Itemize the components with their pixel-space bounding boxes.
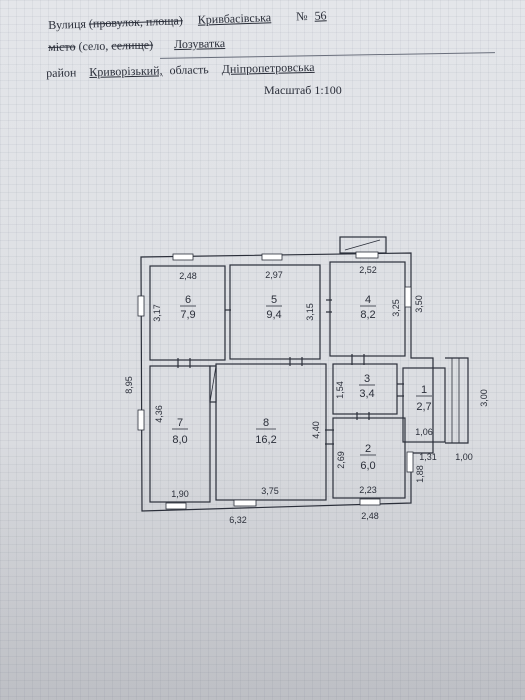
scale-label: Масштаб 1:100 (264, 83, 342, 97)
room-5-number: 5 (271, 294, 277, 306)
dim-r6-width: 2,48 (179, 271, 197, 281)
room-4-wall (329, 261, 406, 357)
room-2-number: 2 (365, 443, 371, 455)
window (359, 498, 381, 506)
dim-r4-width: 2,52 (359, 265, 377, 275)
room-8-area: 16,2 (255, 434, 276, 446)
window (355, 251, 379, 259)
room-4-area: 8,2 (360, 309, 375, 321)
dim-r8-height: 4,40 (311, 421, 321, 439)
dim-r1-outer: 1,31 (419, 452, 437, 462)
room-8-number: 8 (263, 417, 269, 429)
dim-r3-height: 1,54 (335, 381, 345, 399)
dim-r6-height: 3,17 (152, 304, 162, 322)
room-5-wall (229, 264, 321, 360)
dim-r5-width: 2,97 (265, 270, 283, 280)
dim-r2-height: 2,69 (336, 451, 346, 469)
window (233, 499, 257, 507)
room-4-number: 4 (365, 294, 371, 306)
room-6-wall (149, 265, 226, 361)
room-1-number: 1 (421, 384, 427, 396)
room-3-area: 3,4 (359, 388, 374, 400)
room-6-area: 7,9 (180, 309, 195, 321)
dim-r7-height: 4,36 (154, 405, 164, 423)
dim-bottom-left: 6,32 (229, 515, 247, 525)
room-6-number: 6 (185, 294, 191, 306)
window (165, 502, 187, 510)
window (404, 286, 412, 308)
room-5-area: 9,4 (266, 309, 281, 321)
dim-r2-width: 2,23 (359, 485, 377, 495)
room-7-wall (149, 365, 211, 503)
room-3-number: 3 (364, 373, 370, 385)
dim-porch-height: 3,00 (479, 389, 489, 407)
dim-r1-width: 1,06 (415, 427, 433, 437)
dim-r5-height: 3,15 (305, 303, 315, 321)
dim-porch-width: 1,00 (455, 452, 473, 462)
dim-r1-depth: 1,88 (415, 465, 425, 483)
dim-total-height: 8,95 (124, 376, 134, 394)
window (172, 253, 194, 261)
dim-r7-width: 1,90 (171, 489, 189, 499)
porch (445, 357, 469, 444)
dim-r4-height: 3,25 (391, 299, 401, 317)
dim-r8-width: 3,75 (261, 486, 279, 496)
room-1-wall (402, 367, 446, 443)
window (137, 295, 145, 317)
outer-wall (140, 252, 434, 512)
room-7-area: 8,0 (172, 434, 187, 446)
room-2-area: 6,0 (360, 460, 375, 472)
room-3-wall (332, 363, 398, 415)
room-7-number: 7 (177, 417, 183, 429)
dim-r4-outer: 3,50 (414, 295, 424, 313)
window (137, 409, 145, 431)
page-shadow (0, 440, 525, 700)
window (406, 451, 414, 473)
dim-bottom-right: 2,48 (361, 511, 379, 521)
room-8-wall (215, 363, 327, 501)
room-1-area: 2,7 (416, 401, 431, 413)
window (261, 253, 283, 261)
